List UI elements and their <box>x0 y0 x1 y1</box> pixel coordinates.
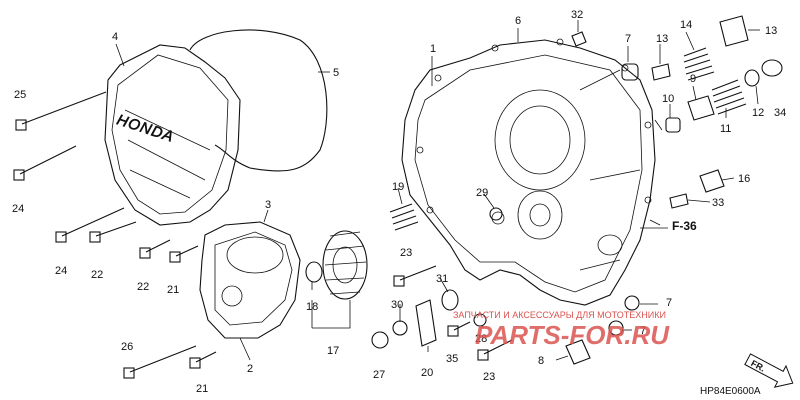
spring-14-drawing <box>683 47 715 81</box>
washer-31-drawing <box>441 289 459 311</box>
callout-18: 18 <box>306 301 318 313</box>
watermark-big: PARTS-FOR.RU <box>475 320 670 350</box>
left-cover-4-drawing: HONDA <box>104 44 241 226</box>
callout-35: 35 <box>446 353 458 365</box>
reference-label: F-36 <box>672 219 697 233</box>
washer-30-drawing <box>392 320 408 336</box>
gasket-5-drawing <box>189 29 328 172</box>
callout-4: 4 <box>112 31 118 43</box>
callout-6: 6 <box>515 15 521 27</box>
callout-33: 33 <box>712 197 724 209</box>
cap-15-drawing <box>719 15 749 47</box>
callout-7-mid: 7 <box>666 297 672 309</box>
callout-7-upper: 7 <box>625 33 631 45</box>
pin-33-drawing <box>669 193 689 209</box>
callout-26: 26 <box>121 341 133 353</box>
callout-22-left: 22 <box>91 269 103 281</box>
callout-8: 8 <box>538 355 544 367</box>
callout-29: 29 <box>476 187 488 199</box>
callout-23-lower: 23 <box>483 371 495 383</box>
callout-17: 17 <box>327 345 339 357</box>
callout-28: 28 <box>475 333 487 345</box>
bushing-10-drawing <box>665 117 681 133</box>
callout-23-upper: 23 <box>400 247 412 259</box>
callout-1: 1 <box>430 43 436 55</box>
ring-34-drawing <box>761 59 783 77</box>
callout-12: 12 <box>752 107 764 119</box>
callout-32: 32 <box>571 9 583 21</box>
callout-24-lower: 24 <box>55 265 67 277</box>
plug-8-drawing <box>565 339 591 365</box>
callout-13-upper: 13 <box>656 33 668 45</box>
oring-18-drawing <box>305 261 323 283</box>
leader-lines <box>115 20 760 361</box>
callout-27: 27 <box>373 369 385 381</box>
callout-24-upper: 24 <box>12 203 24 215</box>
spring-19-drawing <box>389 203 419 231</box>
callout-13-right: 13 <box>765 25 777 37</box>
callout-30: 30 <box>391 299 403 311</box>
callout-20: 20 <box>421 367 433 379</box>
callout-21-lower: 21 <box>196 383 208 395</box>
plug-13-drawing <box>651 63 671 81</box>
oil-filter-17-drawing <box>322 230 368 300</box>
washer-28-drawing <box>473 313 487 327</box>
bolts-drawing <box>13 91 513 379</box>
callout-9: 9 <box>690 73 696 85</box>
callout-21-upper: 21 <box>167 284 179 296</box>
callout-31: 31 <box>436 273 448 285</box>
callout-5: 5 <box>333 67 339 79</box>
callout-25: 25 <box>14 89 26 101</box>
right-cover-1-drawing <box>401 38 656 306</box>
sleeve-9-drawing <box>687 95 715 121</box>
dowel-32-drawing <box>571 31 587 47</box>
drawing-code: HP84E0600A <box>700 386 761 397</box>
sleeve-16-drawing <box>699 169 725 193</box>
cover-brand: HONDA <box>115 111 177 145</box>
seal-29-drawing <box>489 207 503 221</box>
bracket-20-drawing <box>415 299 437 347</box>
callout-7-lower: 7 <box>640 325 646 337</box>
cover-3-drawing <box>199 221 301 339</box>
callout-10: 10 <box>662 93 674 105</box>
callout-11: 11 <box>720 123 731 135</box>
callout-14: 14 <box>680 19 692 31</box>
seal-7-lower-drawing <box>608 320 624 336</box>
seal-7-upper-drawing <box>621 63 639 81</box>
watermark-small: ЗАПЧАСТИ И АКСЕССУАРЫ ДЛЯ МОТОТЕХНИКИ <box>453 310 666 320</box>
callout-3: 3 <box>265 199 271 211</box>
callout-22-right: 22 <box>137 281 149 293</box>
callout-19: 19 <box>392 181 404 193</box>
bolt-27-drawing <box>371 331 389 349</box>
seal-7-mid-drawing <box>624 295 640 311</box>
callout-2: 2 <box>247 363 253 375</box>
washer-12-drawing <box>744 69 760 87</box>
callout-34: 34 <box>774 107 786 119</box>
spring-11-drawing <box>711 79 747 115</box>
callout-16: 16 <box>738 173 750 185</box>
callout-numbers: 1 2 3 4 5 6 7 7 7 8 9 10 11 12 13 13 14 … <box>12 9 786 395</box>
